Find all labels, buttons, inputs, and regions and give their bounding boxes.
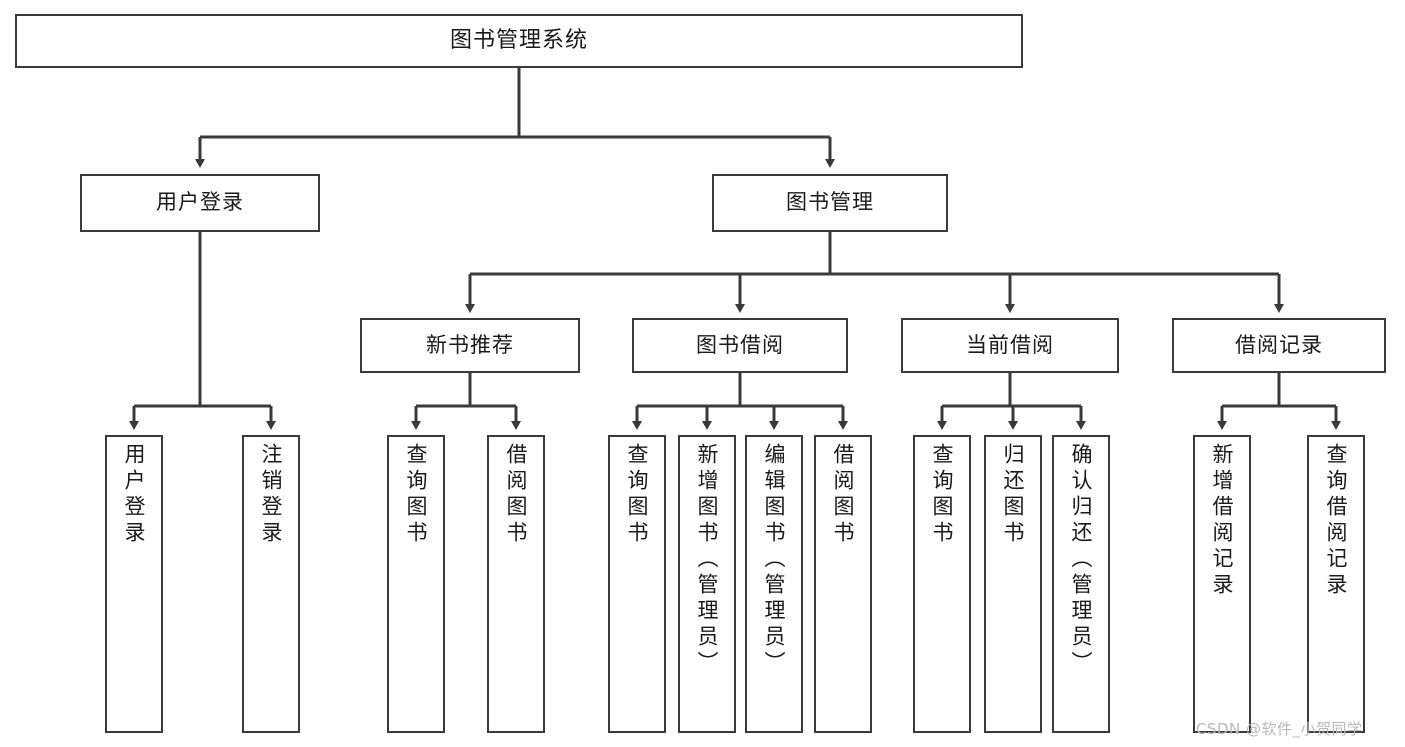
node-label: 新增图书（管理员） xyxy=(695,443,720,677)
csdn-watermark: CSDN @软件_小贺同学 xyxy=(1196,720,1363,738)
node-book-borrow[interactable]: 图书借阅 xyxy=(632,318,848,373)
node-user-login[interactable]: 用户登录 xyxy=(80,174,320,232)
leaf-return-book[interactable]: 归还图书 xyxy=(984,435,1042,733)
node-label: 图书管理 xyxy=(786,190,874,215)
node-label: 图书借阅 xyxy=(696,332,784,357)
node-label: 借阅图书 xyxy=(831,443,856,547)
leaf-logout-login[interactable]: 注销登录 xyxy=(242,435,300,733)
node-label: 查询借阅记录 xyxy=(1324,443,1349,599)
leaf-borrow-book[interactable]: 借阅图书 xyxy=(814,435,872,733)
node-new-book-recommend[interactable]: 新书推荐 xyxy=(360,318,580,373)
node-label: 当前借阅 xyxy=(966,332,1054,357)
node-label: 注销登录 xyxy=(259,443,284,547)
node-label: 用户登录 xyxy=(156,190,244,215)
leaf-query-book-recommend[interactable]: 查询图书 xyxy=(387,435,445,733)
leaf-borrow-book-recommend[interactable]: 借阅图书 xyxy=(487,435,545,733)
leaf-query-book-current[interactable]: 查询图书 xyxy=(913,435,971,733)
node-label: 查询图书 xyxy=(930,443,955,547)
node-book-management[interactable]: 图书管理 xyxy=(712,174,948,232)
node-label: 归还图书 xyxy=(1001,443,1026,547)
node-label: 确认归还（管理员） xyxy=(1069,443,1094,677)
node-label: 新增借阅记录 xyxy=(1210,443,1235,599)
leaf-query-book-borrow[interactable]: 查询图书 xyxy=(608,435,666,733)
node-label: 查询图书 xyxy=(625,443,650,547)
node-label: 查询图书 xyxy=(404,443,429,547)
node-label: 新书推荐 xyxy=(426,332,514,357)
leaf-add-borrow-record[interactable]: 新增借阅记录 xyxy=(1193,435,1251,733)
node-label: 借阅记录 xyxy=(1235,332,1323,357)
node-label: 借阅图书 xyxy=(504,443,529,547)
leaf-query-borrow-record[interactable]: 查询借阅记录 xyxy=(1307,435,1365,733)
leaf-edit-book-admin[interactable]: 编辑图书（管理员） xyxy=(745,435,803,733)
node-label: 编辑图书（管理员） xyxy=(762,443,787,677)
leaf-add-book-admin[interactable]: 新增图书（管理员） xyxy=(678,435,736,733)
leaf-user-login[interactable]: 用户登录 xyxy=(105,435,163,733)
leaf-confirm-return-admin[interactable]: 确认归还（管理员） xyxy=(1052,435,1110,733)
node-label: 图书管理系统 xyxy=(449,27,588,53)
node-borrow-record[interactable]: 借阅记录 xyxy=(1172,318,1386,373)
node-label: 用户登录 xyxy=(122,443,147,547)
node-root-book-management-system[interactable]: 图书管理系统 xyxy=(15,14,1023,68)
node-current-borrow[interactable]: 当前借阅 xyxy=(901,318,1119,373)
